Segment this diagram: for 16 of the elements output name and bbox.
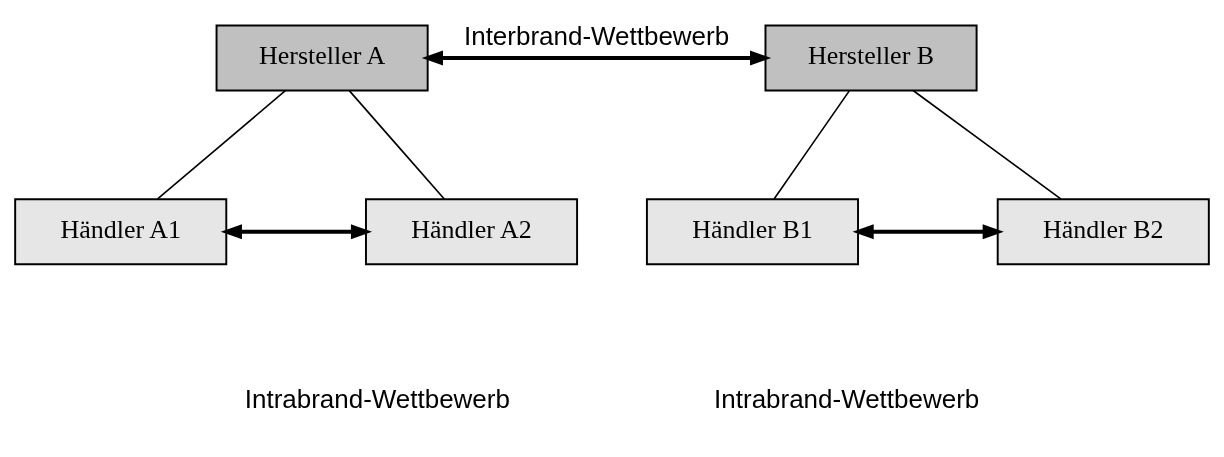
connector — [912, 89, 1062, 200]
node-box: Händler B2 — [996, 198, 1210, 266]
label: Intrabrand-Wettbewerb — [244, 384, 510, 415]
node-box: Hersteller A — [215, 24, 429, 92]
connector — [348, 90, 446, 200]
arrow — [421, 50, 772, 66]
connector — [773, 90, 851, 200]
node-box: Händler A1 — [14, 198, 228, 266]
arrow — [852, 224, 1004, 240]
edge-label: Interbrand-Wettbewerb — [464, 20, 730, 51]
node-box: Händler B1 — [645, 198, 859, 266]
node-box: Händler A2 — [365, 198, 579, 266]
arrow — [220, 224, 373, 240]
label: Intrabrand-Wettbewerb — [714, 384, 980, 415]
connector — [156, 89, 287, 200]
node-box: Hersteller B — [764, 24, 978, 92]
